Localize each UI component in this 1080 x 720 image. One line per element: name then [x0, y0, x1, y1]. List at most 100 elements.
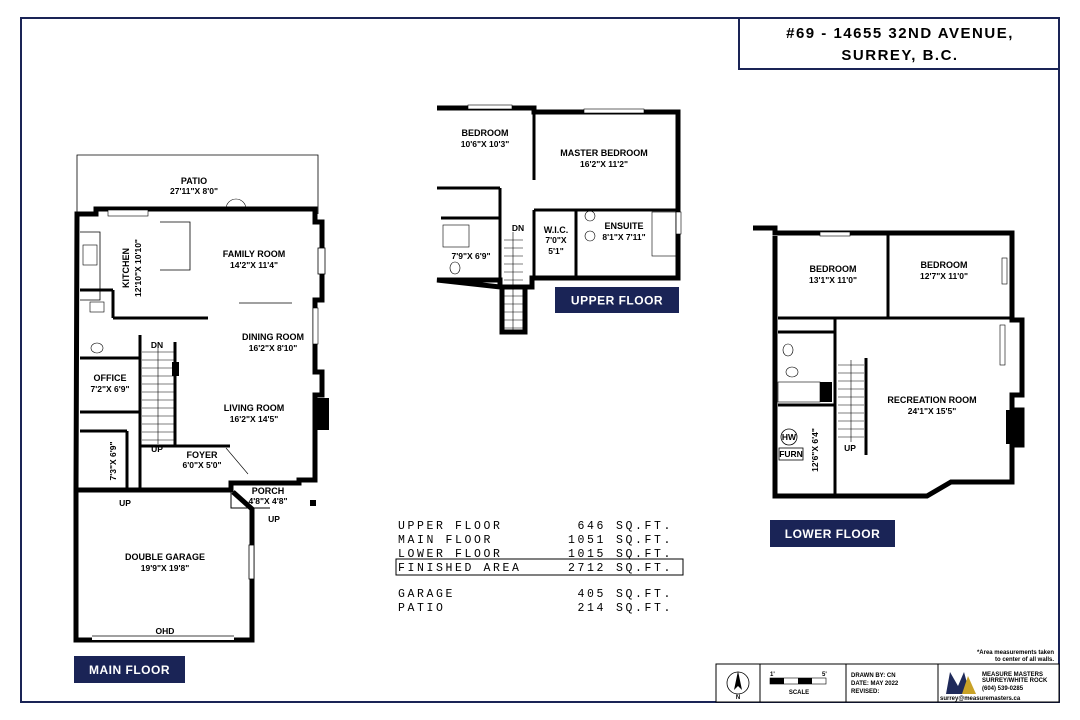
bathtub-icon — [651, 211, 677, 257]
bathtub-icon — [777, 381, 821, 403]
kitchen-island — [160, 221, 191, 271]
room-name-ensuite: ENSUITE — [604, 221, 643, 231]
area-row-upper-value: 646 — [577, 520, 606, 533]
area-row-lower-unit: SQ.FT. — [616, 548, 673, 561]
toilet-icon — [90, 342, 104, 354]
garage-door-label: OHD — [156, 626, 175, 636]
room-name-upper-bedroom: BEDROOM — [462, 128, 509, 138]
area-row-lower-value: 1015 — [568, 548, 606, 561]
room-name-family-room: FAMILY ROOM — [223, 249, 286, 259]
stair-post — [172, 362, 179, 376]
sink-icon — [584, 230, 596, 242]
window-icon — [675, 211, 682, 235]
room-name-wic: W.I.C. — [544, 225, 569, 235]
scale-end: 5' — [822, 672, 827, 678]
furnace-label: FURN — [779, 449, 803, 459]
room-dims-mud-room: 7'3"X 6'9" — [108, 441, 118, 480]
scale-start: 1' — [770, 672, 775, 678]
room-name-lower-bedroom-1: BEDROOM — [810, 264, 857, 274]
sink-icon — [89, 301, 105, 313]
main-floor-plan — [73, 154, 329, 643]
upper-floor-plan — [436, 104, 682, 335]
room-name-double-garage: DOUBLE GARAGE — [125, 552, 205, 562]
area-patio-unit: SQ.FT. — [616, 602, 673, 615]
lower-floor-badge — [770, 520, 895, 547]
room-dims-double-garage: 19'9"X 19'8" — [141, 563, 190, 573]
porch-step-up: UP — [268, 514, 280, 524]
porch-outline — [230, 483, 270, 509]
main-stairs — [142, 345, 174, 444]
room-dims-lower-bedroom-1: 13'1"X 11'0" — [809, 275, 857, 285]
area-patio-label: PATIO — [398, 602, 446, 615]
upper-stair-dn: DN — [512, 223, 524, 233]
garage-window — [248, 544, 255, 580]
area-finished-unit: SQ.FT. — [616, 562, 673, 575]
drawn-by: DRAWN BY: CN — [851, 673, 896, 679]
patio-outline — [76, 154, 319, 214]
area-garage-value: 405 — [577, 588, 606, 601]
area-row-upper-label: UPPER FLOOR — [398, 520, 503, 533]
area-finished-value: 2712 — [568, 562, 606, 575]
area-row-lower-label: LOWER FLOOR — [398, 548, 503, 561]
scale-label: SCALE — [789, 690, 809, 696]
garage-step-up: UP — [119, 498, 131, 508]
toilet-icon — [449, 261, 461, 275]
room-dims-wic-2: 5'1" — [548, 246, 564, 256]
room-dims-office: 7'2"X 6'9" — [90, 384, 129, 394]
room-dims-family-room: 14'2"X 11'4" — [230, 260, 278, 270]
main-floor-badge — [74, 656, 185, 683]
area-row-upper-unit: SQ.FT. — [616, 520, 673, 533]
room-name-porch: PORCH — [252, 486, 285, 496]
text-layer: PATIO 27'11"X 8'0" FAMILY ROOM 14'2"X 11… — [89, 128, 1054, 702]
room-name-office: OFFICE — [94, 373, 127, 383]
kitchen-window — [107, 209, 149, 217]
company-phone: (604) 539-0285 — [982, 686, 1024, 692]
patio-door-icon — [225, 198, 247, 210]
room-name-dining-room: DINING ROOM — [242, 332, 304, 342]
window-icon — [999, 324, 1006, 366]
address-box — [738, 17, 1060, 70]
fireplace-icon — [315, 398, 329, 430]
company-email: surrey@measuremasters.ca — [940, 696, 1021, 702]
area-note-line-2: to center of all walls. — [995, 657, 1054, 663]
north-label: N — [736, 695, 740, 701]
room-dims-living-room: 16'2"X 14'5" — [230, 414, 279, 424]
room-dims-wic: 7'0"X — [545, 235, 567, 245]
area-patio-value: 214 — [577, 602, 606, 615]
main-stair-up: UP — [151, 444, 163, 454]
shower-icon — [442, 224, 470, 248]
area-note-line-1: *Area measurements taken — [977, 650, 1054, 656]
window-icon — [467, 104, 513, 110]
room-dims-upper-bath: 7'9"X 6'9" — [451, 251, 490, 261]
area-garage-label: GARAGE — [398, 588, 455, 601]
room-dims-foyer: 6'0"X 5'0" — [182, 460, 221, 470]
room-name-foyer: FOYER — [186, 450, 218, 460]
room-dims-kitchen: 12'10"X 10'10" — [133, 239, 143, 297]
room-name-recreation-room: RECREATION ROOM — [887, 395, 976, 405]
finished-area-box — [395, 558, 684, 576]
upper-floor-badge — [555, 287, 679, 313]
window-icon — [583, 108, 645, 114]
room-dims-master-bedroom: 16'2"X 11'2" — [580, 159, 628, 169]
main-stair-dn: DN — [151, 340, 163, 350]
hot-water-tank-icon — [780, 428, 798, 446]
lower-stairs — [838, 360, 864, 442]
address-block: #69 - 14655 32ND AVENUE, SURREY, B.C. — [738, 17, 1060, 70]
lower-stair-up: UP — [844, 443, 856, 453]
lower-floor-plan — [753, 225, 1025, 499]
room-dims-utility: 12'6"X 6'4" — [810, 428, 820, 472]
room-name-patio: PATIO — [181, 176, 207, 186]
stove-icon — [82, 244, 98, 266]
area-garage-unit: SQ.FT. — [616, 588, 673, 601]
room-dims-dining-room: 16'2"X 8'10" — [249, 343, 298, 353]
garage-wall — [73, 490, 255, 643]
toilet-icon — [785, 366, 799, 378]
window-icon — [1001, 257, 1008, 285]
area-row-main-unit: SQ.FT. — [616, 534, 673, 547]
revised-label: REVISED: — [851, 689, 879, 695]
area-row-main-value: 1051 — [568, 534, 606, 547]
drawn-date: DATE: MAY 2022 — [851, 681, 899, 687]
window-icon — [312, 307, 319, 345]
